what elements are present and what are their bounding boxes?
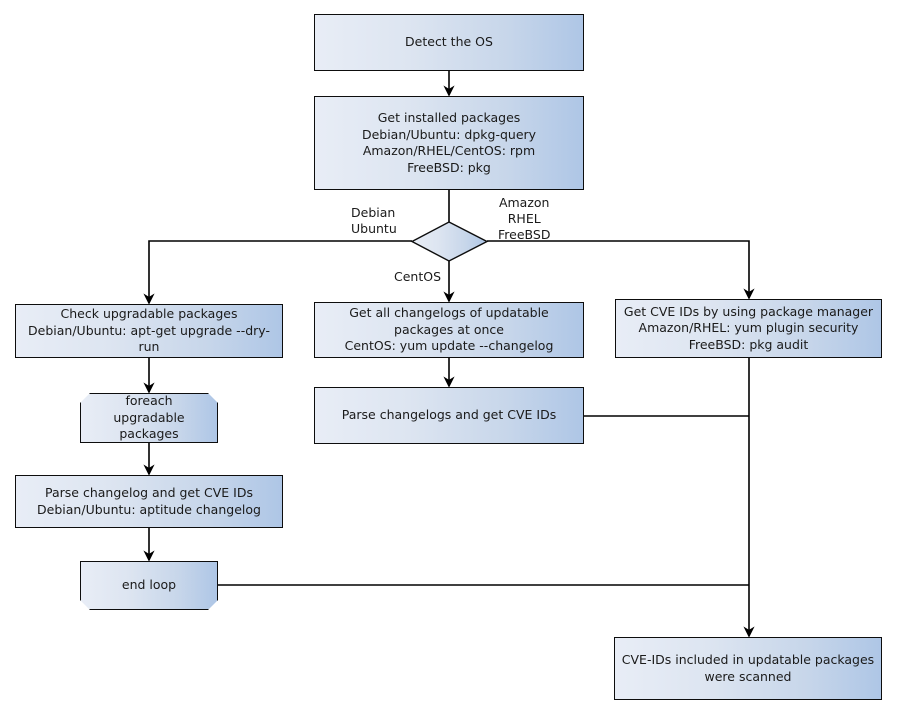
node-get-cve-package-manager[interactable]: Get CVE IDs by using package manager Ama… xyxy=(615,299,882,358)
node-scanned-result-label: CVE-IDs included in updatable packages w… xyxy=(621,652,875,684)
node-parse-changelogs-centos-label: Parse changelogs and get CVE IDs xyxy=(341,407,557,423)
node-check-upgradable-packages-label: Check upgradable packages Debian/Ubuntu:… xyxy=(28,306,270,355)
foreach-loop-background xyxy=(80,393,218,443)
node-detect-os[interactable]: Detect the OS xyxy=(314,14,584,71)
node-parse-changelogs-centos[interactable]: Parse changelogs and get CVE IDs xyxy=(314,387,584,444)
edge-label-left-branch: Debian Ubuntu xyxy=(351,205,397,236)
node-get-all-changelogs-label: Get all changelogs of updatable packages… xyxy=(344,305,554,354)
edge-decision-left xyxy=(143,240,412,305)
node-check-upgradable-packages[interactable]: Check upgradable packages Debian/Ubuntu:… xyxy=(15,304,283,358)
node-foreach-loop[interactable]: foreach upgradable packages xyxy=(80,393,218,443)
node-parse-changelog-debian[interactable]: Parse changelog and get CVE IDs Debian/U… xyxy=(15,475,283,528)
node-detect-os-label: Detect the OS xyxy=(405,34,493,50)
node-get-cve-package-manager-label: Get CVE IDs by using package manager Ama… xyxy=(623,303,874,352)
node-get-installed-packages-label: Get installed packages Debian/Ubuntu: dp… xyxy=(361,110,537,175)
node-parse-changelog-debian-label: Parse changelog and get CVE IDs Debian/U… xyxy=(37,485,261,517)
node-end-loop[interactable]: end loop xyxy=(80,561,218,610)
edge-decision-right xyxy=(487,240,755,300)
node-end-loop-label: end loop xyxy=(121,577,177,593)
decision-diamond xyxy=(410,221,489,262)
node-scanned-result[interactable]: CVE-IDs included in updatable packages w… xyxy=(614,637,882,700)
node-get-all-changelogs[interactable]: Get all changelogs of updatable packages… xyxy=(314,302,584,358)
node-foreach-loop-label: foreach upgradable packages xyxy=(113,393,185,442)
edge-label-center-branch: CentOS xyxy=(394,269,442,284)
edge-label-right-branch: Amazon RHEL FreeBSD xyxy=(498,195,551,242)
node-get-installed-packages[interactable]: Get installed packages Debian/Ubuntu: dp… xyxy=(314,96,584,190)
